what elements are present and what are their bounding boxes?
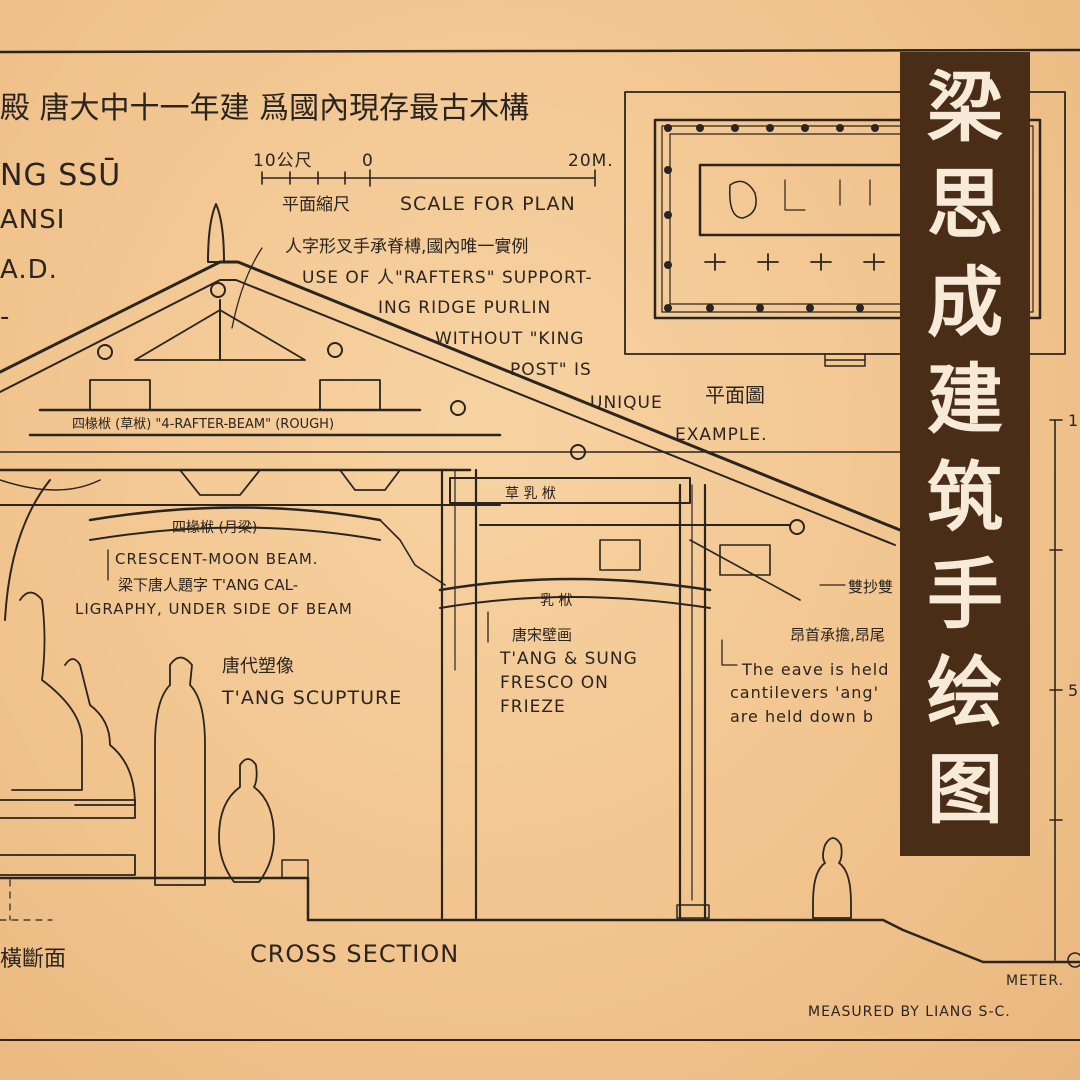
- crescent-note-line-2: 梁下唐人題字 T'ANG CAL-: [118, 576, 298, 594]
- fresco-note-line-1: T'ANG & SUNG: [499, 649, 638, 669]
- rafter-note-line-1: USE OF 人"RAFTERS" SUPPORT-: [302, 268, 593, 288]
- meter-label: METER.: [1006, 973, 1064, 989]
- eave-note-cjk: 昂首承擔,昂尾: [790, 626, 885, 644]
- sculpture-note-cjk: 唐代塑像: [222, 656, 294, 677]
- banner-char: 思: [927, 160, 1003, 250]
- scale-caption-cjk: 平面縮尺: [282, 195, 350, 215]
- fresco-note-line-2: FRESCO ON: [500, 673, 609, 693]
- plan-scale-bar: [261, 169, 596, 187]
- banner-char: 绘: [927, 647, 1003, 737]
- eave-note-line-2: cantilevers 'ang': [730, 683, 879, 702]
- scale-left-label: 10公尺: [253, 151, 313, 171]
- title-cjk: 殿 唐大中十一年建 爲國內現存最古木構: [0, 91, 529, 126]
- cross-section-cjk: 橫斷面: [0, 947, 66, 972]
- leader-lines: [107, 247, 846, 666]
- scale-caption-en: SCALE FOR PLAN: [400, 193, 576, 215]
- rafter-note-line-6: EXAMPLE.: [675, 425, 768, 445]
- beam-structure: [0, 468, 801, 621]
- scale-zero-label: 0: [362, 151, 374, 171]
- rafter-note-line-3: WITHOUT "KING: [435, 329, 584, 349]
- roof-structure: [0, 203, 902, 546]
- four-rafter-beam-label: 四椽栿 (草栿) "4-RAFTER-BEAM" (ROUGH): [72, 417, 334, 432]
- eave-note-line-3: are held down b: [730, 707, 874, 726]
- scale-right-label: 20M.: [568, 151, 614, 171]
- title-latin-4: -: [0, 302, 10, 332]
- cao-ru-beam-label: 草 乳 栿: [505, 486, 556, 502]
- sculpture-note-en: T'ANG SCUPTURE: [221, 687, 402, 709]
- banner-char: 手: [927, 550, 1003, 640]
- sculptures: [0, 591, 852, 919]
- banner-char: 梁: [927, 63, 1003, 152]
- credit-line: MEASURED BY LIANG S-C.: [808, 1004, 1011, 1020]
- rafter-note-line-5: UNIQUE: [590, 393, 663, 413]
- banner-char: 图: [927, 744, 1003, 834]
- elevation-scale: [1049, 419, 1080, 968]
- rafter-note-line-4: POST" IS: [510, 360, 592, 380]
- rafter-note-cjk: 人字形叉手承脊榑,國內唯一實例: [285, 237, 528, 257]
- crescent-beam-cjk-label: 四椽栿 (月梁): [172, 520, 257, 536]
- title-banner: 梁 思 成 建 筑 手 绘 图: [900, 52, 1030, 856]
- title-latin-3: A.D.: [0, 255, 58, 285]
- ru-beam-label: 乳 栿: [540, 593, 572, 609]
- crescent-note-line-3: LIGRAPHY, UNDER SIDE OF BEAM: [75, 600, 353, 618]
- rafter-note-line-2: ING RIDGE PURLIN: [378, 298, 551, 318]
- banner-char: 建: [927, 355, 1003, 445]
- fresco-note-cjk: 唐宋壁画: [512, 626, 572, 644]
- floor-plan: [624, 91, 1066, 367]
- plan-label: 平面圖: [705, 383, 765, 407]
- eave-note-cjk-top: 雙抄雙: [848, 578, 893, 596]
- title-latin-1: NG SSŪ: [0, 157, 121, 193]
- crescent-note-line-1: CRESCENT-MOON BEAM.: [115, 550, 319, 568]
- eave-note-line-1: The eave is held: [741, 660, 889, 679]
- banner-char: 成: [927, 257, 1003, 347]
- columns: [440, 468, 710, 920]
- title-latin-2: ANSI: [0, 205, 65, 235]
- banner-char: 筑: [927, 452, 1003, 542]
- elevation-scale-label-5: 5: [1068, 681, 1079, 700]
- elevation-scale-label-10: 10: [1068, 411, 1080, 430]
- cross-section-en: CROSS SECTION: [250, 940, 459, 968]
- ground-line: [0, 859, 1080, 964]
- fresco-note-line-3: FRIEZE: [500, 697, 566, 717]
